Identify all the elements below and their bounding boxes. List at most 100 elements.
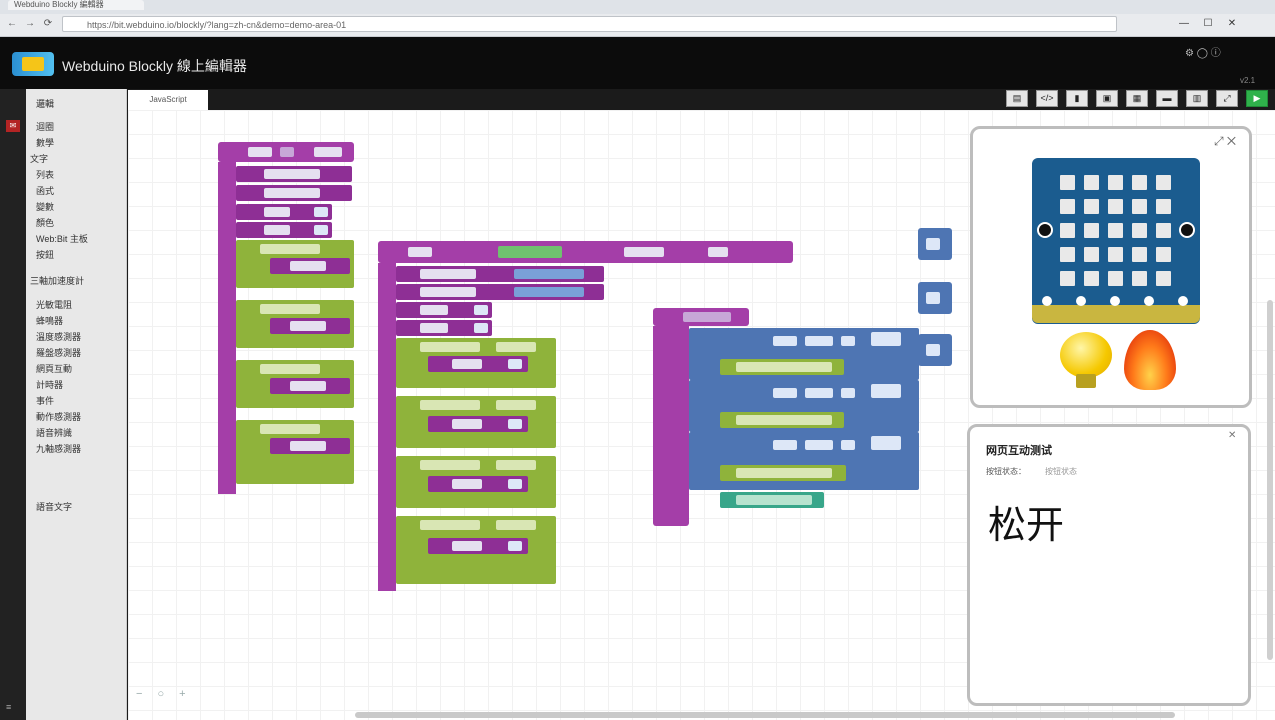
block-action[interactable] bbox=[270, 258, 350, 274]
block-set-var[interactable] bbox=[236, 222, 332, 238]
toolbar-button[interactable]: ▮ bbox=[1066, 90, 1088, 107]
toolbar-button[interactable]: ▣ bbox=[1096, 90, 1118, 107]
led-cell bbox=[1156, 271, 1171, 286]
pin-icon bbox=[1110, 296, 1120, 306]
toolbox-item[interactable]: 按鈕 bbox=[36, 250, 55, 260]
toolbox-item[interactable]: Web:Bit 主板 bbox=[36, 234, 88, 244]
block-action[interactable] bbox=[270, 318, 350, 334]
block-action[interactable] bbox=[428, 476, 528, 492]
led-cell bbox=[1156, 247, 1171, 262]
toolbox-item[interactable]: 迴圈 bbox=[36, 122, 55, 132]
block-event[interactable] bbox=[396, 396, 556, 448]
block-action[interactable] bbox=[428, 356, 528, 372]
toolbar-button[interactable]: </> bbox=[1036, 90, 1058, 107]
pin-icon bbox=[1042, 296, 1052, 306]
zoom-controls[interactable]: − ○ + bbox=[136, 688, 192, 700]
block-set-var[interactable] bbox=[396, 266, 604, 282]
toolbar-button[interactable]: ▦ bbox=[1126, 90, 1148, 107]
led-cell bbox=[1132, 247, 1147, 262]
led-cell bbox=[1084, 175, 1099, 190]
simulator-controls-icon[interactable]: ⤢ ✕ bbox=[1214, 134, 1237, 148]
led-cell bbox=[1108, 223, 1123, 238]
toolbox-item[interactable]: 三軸加速度計 bbox=[30, 276, 85, 286]
toolbox-item[interactable]: 數學 bbox=[36, 138, 55, 148]
toolbox-item[interactable]: 光敏電阻 bbox=[36, 300, 73, 310]
toolbar-button[interactable]: ⤢ bbox=[1216, 90, 1238, 107]
block-set-var[interactable] bbox=[236, 185, 352, 201]
toolbox-item[interactable]: 函式 bbox=[36, 186, 55, 196]
close-icon[interactable]: ✕ bbox=[1228, 430, 1237, 441]
run-button[interactable]: ▶ bbox=[1246, 90, 1268, 107]
block-action[interactable] bbox=[428, 416, 528, 432]
block-show-text-else[interactable] bbox=[720, 492, 824, 508]
block-value[interactable] bbox=[918, 282, 952, 314]
toolbox-item[interactable]: 變數 bbox=[36, 202, 55, 212]
toolbox-item[interactable]: 列表 bbox=[36, 170, 55, 180]
forward-icon[interactable]: → bbox=[25, 18, 35, 29]
toolbox-item[interactable]: 語音文字 bbox=[36, 502, 73, 512]
block-show-text[interactable] bbox=[720, 465, 846, 481]
led-cell bbox=[1132, 223, 1147, 238]
button-state-text: 松开 bbox=[988, 503, 1065, 547]
toolbar-button[interactable]: ▬ bbox=[1156, 90, 1178, 107]
block-web-event[interactable] bbox=[653, 308, 749, 326]
reload-icon[interactable]: ⟳ bbox=[43, 18, 53, 29]
button-a-icon[interactable] bbox=[1037, 222, 1053, 238]
led-cell bbox=[1132, 175, 1147, 190]
maximize-icon[interactable]: ☐ bbox=[1203, 18, 1213, 29]
mail-icon[interactable]: ✉ bbox=[6, 120, 20, 132]
browser-tab[interactable]: Webduino Blockly 編輯器 bbox=[8, 0, 144, 10]
address-bar[interactable]: https://bit.webduino.io/blockly/?lang=zh… bbox=[62, 16, 1117, 32]
block-board-body bbox=[218, 162, 236, 494]
block-else-if[interactable] bbox=[689, 432, 919, 490]
toolbar-button[interactable]: ▥ bbox=[1186, 90, 1208, 107]
led-cell bbox=[1108, 175, 1123, 190]
toolbox-item[interactable]: 溫度感測器 bbox=[36, 332, 82, 342]
block-set-var[interactable] bbox=[396, 320, 492, 336]
toolbox-item[interactable]: 顏色 bbox=[36, 218, 55, 228]
toolbox-item[interactable]: 動作感測器 bbox=[36, 412, 82, 422]
header-icons[interactable]: ⚙ ◯ ⓘ bbox=[1185, 48, 1221, 59]
block-show-text[interactable] bbox=[720, 412, 844, 428]
menu-icon[interactable]: ≡ bbox=[6, 702, 12, 712]
led-cell bbox=[1108, 271, 1123, 286]
button-b-icon[interactable] bbox=[1179, 222, 1195, 238]
toolbox-item[interactable]: 語音辨識 bbox=[36, 428, 73, 438]
toolbox-item[interactable]: 邏輯 bbox=[36, 99, 55, 109]
pin-icon bbox=[1178, 296, 1188, 306]
block-action[interactable] bbox=[270, 438, 350, 454]
toolbox-item[interactable]: 網頁互動 bbox=[36, 364, 73, 374]
block-action[interactable] bbox=[270, 378, 350, 394]
toolbox-item[interactable]: 計時器 bbox=[36, 380, 64, 390]
minimize-icon[interactable]: — bbox=[1179, 18, 1189, 29]
block-set-var[interactable] bbox=[396, 284, 604, 300]
toolbox-item[interactable]: 蜂鳴器 bbox=[36, 316, 64, 326]
block-board-init[interactable] bbox=[218, 142, 354, 162]
block-set-var[interactable] bbox=[396, 302, 492, 318]
block-action[interactable] bbox=[428, 538, 528, 554]
led-cell bbox=[1156, 223, 1171, 238]
toolbox-item[interactable]: 羅盤感測器 bbox=[36, 348, 82, 358]
toolbox-item[interactable]: 九軸感測器 bbox=[36, 444, 82, 454]
block-set-var[interactable] bbox=[236, 204, 332, 220]
led-cell bbox=[1060, 247, 1075, 262]
close-window-icon[interactable]: ✕ bbox=[1227, 18, 1237, 29]
block-board-init[interactable] bbox=[378, 241, 793, 263]
app-header bbox=[0, 37, 1275, 89]
led-cell bbox=[1084, 247, 1099, 262]
led-cell bbox=[1060, 199, 1075, 214]
block-set-var[interactable] bbox=[236, 166, 352, 182]
led-cell bbox=[1156, 199, 1171, 214]
toolbox-item[interactable]: 事件 bbox=[36, 396, 55, 406]
block-value[interactable] bbox=[918, 228, 952, 260]
led-cell bbox=[1060, 271, 1075, 286]
back-icon[interactable]: ← bbox=[7, 18, 17, 29]
vertical-scrollbar[interactable] bbox=[1267, 300, 1273, 660]
horizontal-scrollbar[interactable] bbox=[355, 712, 1175, 718]
block-show-text[interactable] bbox=[720, 359, 844, 375]
tab-javascript[interactable]: JavaScript bbox=[128, 90, 208, 110]
toolbox-item[interactable]: 文字 bbox=[30, 154, 49, 164]
block-value[interactable] bbox=[918, 334, 952, 366]
toolbar-button[interactable]: ▤ bbox=[1006, 90, 1028, 107]
led-cell bbox=[1084, 199, 1099, 214]
